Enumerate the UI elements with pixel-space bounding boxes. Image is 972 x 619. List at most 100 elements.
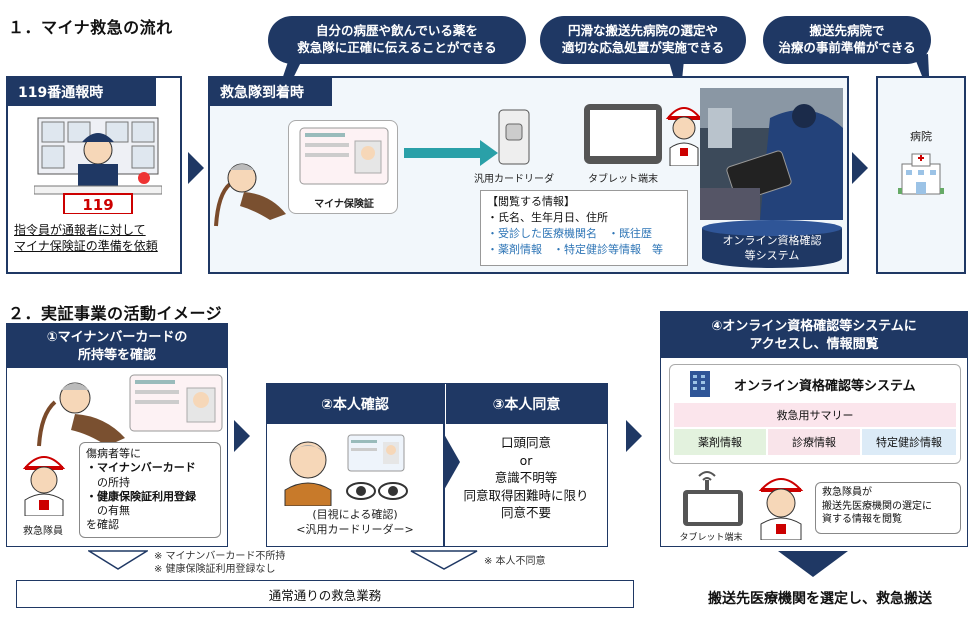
- tab-checkup-info: 特定健診情報: [862, 429, 956, 455]
- id-card-icon: [347, 434, 405, 472]
- step1-text-line2: ・マイナンバーカード: [86, 461, 196, 475]
- elderly-patient-illustration: [214, 163, 286, 227]
- down-triangle-2: [410, 550, 478, 570]
- dispatcher-illustration: 119: [34, 117, 162, 214]
- step3-box: ③本人同意 口頭同意 or 意識不明等 同意取得困難時に限り 同意不要: [444, 383, 608, 547]
- section1-title: １．マイナ救急の流れ: [8, 18, 173, 37]
- step1-text-line5: の有無: [86, 504, 130, 518]
- step1-speech-box: 傷病者等に ・マイナンバーカード の所持 ・健康保険証利用登録 の有無 を確認: [79, 442, 221, 538]
- down-arrow-final: [778, 551, 848, 577]
- step4-member-line2: 搬送先医療機関の選定に: [822, 500, 932, 512]
- step2-box: ②本人確認 (目視による確認) <汎用カードリーダー>: [266, 383, 444, 547]
- note-no-card: ※ マイナンバーカード不所持: [154, 551, 286, 562]
- benefit-bubble-patient: 自分の病歴や飲んでいる薬を 救急隊に正確に伝えることができる: [268, 16, 526, 64]
- arrival-box-header: 救急隊到着時: [210, 78, 332, 106]
- online-system-label: オンライン資格確認 等システム: [700, 234, 844, 264]
- online-system-panel: オンライン資格確認等システム 救急用サマリー 薬剤情報 診療情報 特定健診情報: [669, 364, 961, 464]
- note-box-1: ※ マイナンバーカード不所持 ※ 健康保険証利用登録なし: [154, 550, 285, 576]
- step4-header-line1: ④オンライン資格確認等システムに: [711, 319, 917, 334]
- step2-to-step3-chevron: [444, 434, 460, 490]
- flow-arrow-2: [852, 152, 868, 184]
- viewed-info-line3: ・薬剤情報 ・特定健診等情報 等: [487, 242, 663, 256]
- insurance-card-frame: マイナ保険証: [288, 120, 398, 214]
- step3-line5: 同意不要: [500, 505, 551, 520]
- step3-body: 口頭同意 or 意識不明等 同意取得困難時に限り 同意不要: [445, 434, 607, 522]
- viewed-info-title: 【閲覧する情報】: [487, 195, 575, 208]
- call-box-header: 119番通報時: [8, 78, 156, 106]
- my-number-card-icon-2: [129, 374, 223, 432]
- step1-text-line4: ・健康保険証利用登録: [86, 489, 196, 503]
- paramedic-icon: [665, 107, 703, 166]
- step2-caption-line1: (目視による確認): [312, 508, 398, 521]
- normal-operations-box: 通常通りの救急業務: [16, 580, 634, 608]
- step1-text-line1: 傷病者等に: [86, 447, 141, 460]
- note-no-registration: ※ 健康保険証利用登録なし: [154, 564, 276, 575]
- viewed-info-box: 【閲覧する情報】 ・氏名、生年月日、住所 ・受診した医療機関名 ・既往歴 ・薬剤…: [480, 190, 688, 266]
- benefit-bubble-hospital-text: 搬送先病院で 治療の事前準備ができる: [778, 23, 916, 55]
- tab-drug-info: 薬剤情報: [674, 429, 766, 455]
- eyes-icon: [346, 482, 408, 500]
- benefit-bubble-crew: 円滑な搬送先病院の選定や 適切な応急処置が実施できる: [540, 16, 746, 64]
- viewed-info-line1: ・氏名、生年月日、住所: [487, 210, 608, 224]
- field-photo: [700, 88, 843, 220]
- card-reader-icon: [498, 109, 530, 165]
- flow-arrow-3: [234, 420, 250, 452]
- call-box: 119番通報時 119 指令員が通報者に対して マイナ保険証の準備を依頼: [6, 76, 182, 274]
- step2-caption-line2: <汎用カードリーダー>: [296, 522, 414, 536]
- note-no-consent: ※ 本人不同意: [484, 556, 546, 567]
- section2-title: ２．実証事業の活動イメージ: [8, 304, 223, 323]
- step1-box: ①マイナンバーカードの 所持等を確認 救急隊員 傷病者等に ・マイナンバーカード…: [6, 323, 228, 547]
- online-system-name: オンライン資格確認等システム: [734, 379, 916, 394]
- call-box-caption-line1: 指令員が通報者に対して: [14, 223, 146, 237]
- step4-member-line1: 救急隊員が: [822, 487, 872, 498]
- step4-header: ④オンライン資格確認等システムに アクセスし、情報閲覧: [661, 312, 967, 358]
- elderly-patient-illustration-2: [37, 382, 125, 447]
- elderly-man-icon: [284, 441, 332, 506]
- step3-line2: or: [519, 452, 533, 468]
- call-box-caption-line2: マイナ保険証の準備を依頼: [14, 239, 158, 254]
- sign-119: 119: [82, 196, 113, 214]
- tablet-icon: [584, 104, 662, 164]
- step1-text-line6: を確認: [86, 518, 119, 532]
- paramedic-icon-3: [758, 478, 804, 540]
- building-icon: [690, 371, 710, 397]
- flow-arrow-4: [626, 420, 642, 452]
- step1-header-line1: ①マイナンバーカードの: [46, 330, 188, 345]
- hospital-box: 病院: [876, 76, 966, 274]
- flow-arrow-1: [188, 152, 204, 184]
- step1-person-label: 救急隊員: [23, 526, 63, 537]
- step1-header-line2: 所持等を確認: [77, 347, 156, 363]
- step4-tablet-label: タブレット端末: [679, 533, 743, 543]
- step2-header: ②本人確認: [267, 384, 443, 424]
- step1-text-line3: の所持: [86, 475, 130, 489]
- arrival-box: 救急隊到着時 マイナ保険証 汎用カードリーダー タブレット端末: [208, 76, 849, 274]
- final-action-text: 搬送先医療機関を選定し、救急搬送: [708, 591, 932, 607]
- hospital-icon: [898, 153, 944, 195]
- benefit-bubble-crew-text: 円滑な搬送先病院の選定や 適切な応急処置が実施できる: [561, 23, 725, 55]
- step2-caption: (目視による確認) <汎用カードリーダー>: [267, 508, 443, 538]
- step4-box: ④オンライン資格確認等システムに アクセスし、情報閲覧 オンライン資格確認等シス…: [660, 311, 968, 547]
- paramedic-icon-2: [22, 456, 66, 516]
- step4-header-line2: アクセスし、情報閲覧: [749, 336, 879, 352]
- tab-clinical-info: 診療情報: [768, 429, 860, 455]
- online-system-label-line1: オンライン資格確認: [722, 234, 822, 247]
- down-triangle-1: [88, 550, 148, 570]
- tablet-label: タブレット端末: [588, 174, 658, 185]
- online-system-database-icon: [702, 220, 842, 268]
- hospital-label: 病院: [910, 130, 932, 143]
- viewed-info-line2: ・受診した医療機関名 ・既往歴: [487, 226, 652, 240]
- emergency-summary-bar: 救急用サマリー: [674, 403, 956, 427]
- step3-line1: 口頭同意: [500, 435, 551, 450]
- step1-header: ①マイナンバーカードの 所持等を確認: [7, 324, 227, 368]
- step4-member-line3: 資する情報を閲覧: [822, 514, 902, 525]
- tablet-wifi-icon: [683, 471, 743, 526]
- step3-header: ③本人同意: [445, 384, 607, 424]
- step3-line4: 同意取得困難時に限り: [463, 487, 589, 503]
- card-to-reader-arrow: [404, 140, 498, 166]
- step4-speech-box: 救急隊員が 搬送先医療機関の選定に 資する情報を閲覧: [815, 482, 961, 534]
- step3-line3: 意識不明等: [494, 470, 558, 485]
- benefit-bubble-hospital: 搬送先病院で 治療の事前準備ができる: [763, 16, 931, 64]
- online-system-label-line2: 等システム: [744, 248, 800, 262]
- insurance-card-label: マイナ保険証: [314, 199, 374, 210]
- benefit-bubble-patient-text: 自分の病歴や飲んでいる薬を 救急隊に正確に伝えることができる: [297, 23, 497, 55]
